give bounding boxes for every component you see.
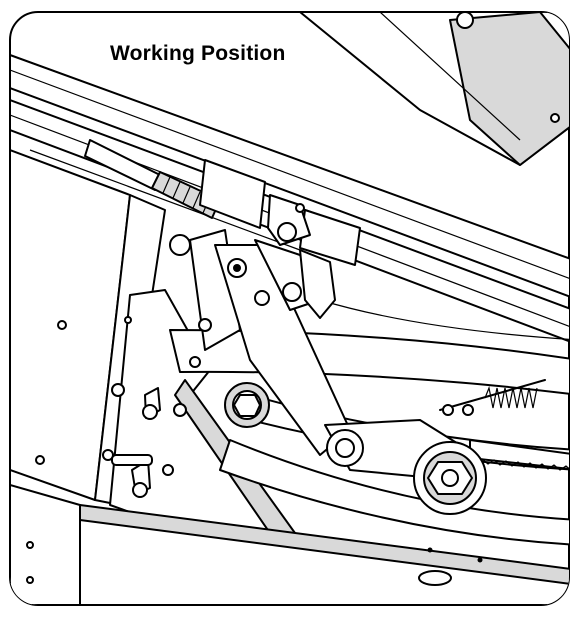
beam-brackets <box>199 159 361 266</box>
top-housing <box>299 12 569 166</box>
main-bushing <box>224 382 270 428</box>
figure-caption: Working Position <box>106 42 290 66</box>
pivot-links <box>169 229 351 456</box>
hex-nut-pivot <box>413 441 487 515</box>
tension-spring <box>439 379 546 416</box>
serrated-blade <box>469 439 569 472</box>
base-frame <box>10 484 569 605</box>
